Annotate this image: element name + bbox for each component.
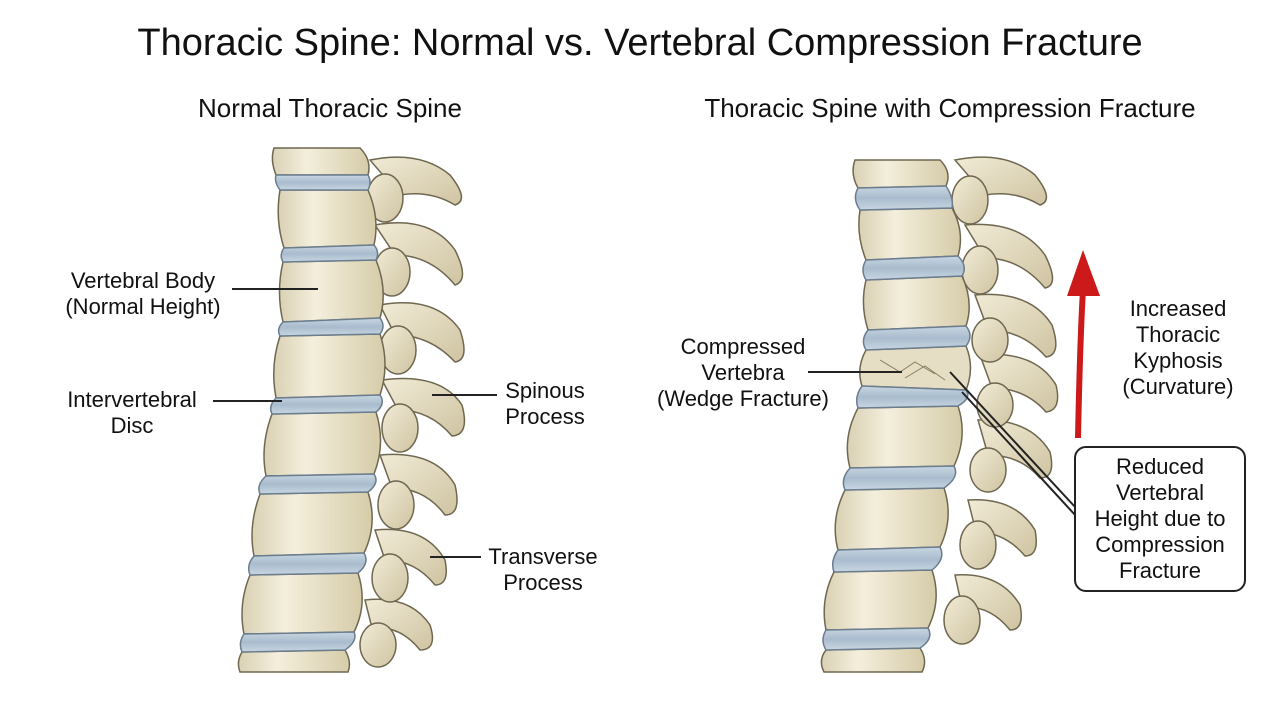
normal-vertebral-bodies bbox=[237, 147, 386, 673]
leader-reduced-height-a bbox=[949, 371, 1077, 509]
label-line: (Normal Height) bbox=[65, 294, 221, 319]
normal-panel-title: Normal Thoracic Spine bbox=[198, 93, 462, 123]
label-line: Disc bbox=[110, 413, 154, 438]
label-line: (Wedge Fracture) bbox=[657, 386, 829, 411]
normal-spine bbox=[237, 147, 466, 673]
fracture-intervertebral-discs bbox=[822, 185, 971, 651]
compressed-vertebra-shape bbox=[859, 345, 972, 391]
label-line: Height due to bbox=[1094, 506, 1226, 531]
fracture-panel-title: Thoracic Spine with Compression Fracture bbox=[704, 93, 1196, 123]
label-line: Spinous bbox=[505, 378, 585, 403]
label-line: Increased bbox=[1129, 296, 1227, 321]
kyphosis-arrow bbox=[1067, 250, 1100, 439]
normal-processes bbox=[359, 156, 466, 668]
label-line: Kyphosis bbox=[1133, 348, 1223, 373]
label-line: Transverse bbox=[488, 544, 598, 569]
leader-lines bbox=[213, 288, 1077, 558]
label-line: (Curvature) bbox=[1122, 374, 1234, 399]
fracture-processes bbox=[943, 156, 1059, 645]
label-intervertebral-disc: Intervertebral Disc bbox=[52, 387, 212, 439]
label-line: Compressed bbox=[680, 334, 806, 359]
label-line: Intervertebral bbox=[67, 387, 197, 412]
label-line: Process bbox=[505, 404, 585, 429]
main-title: Thoracic Spine: Normal vs. Vertebral Com… bbox=[137, 22, 1143, 64]
label-vertebral-body: Vertebral Body (Normal Height) bbox=[48, 268, 238, 320]
fracture-crack-lines bbox=[879, 359, 946, 381]
fracture-vertebral-bodies bbox=[820, 159, 972, 673]
label-line: Fracture bbox=[1119, 558, 1201, 583]
reduced-height-callout: Reduced Vertebral Height due to Compress… bbox=[1074, 446, 1246, 592]
fracture-spine bbox=[820, 156, 1059, 673]
label-line: Thoracic bbox=[1135, 322, 1221, 347]
label-compressed-vertebra: Compressed Vertebra (Wedge Fracture) bbox=[648, 334, 838, 412]
label-line: Process bbox=[503, 570, 583, 595]
label-line: Vertebral Body bbox=[70, 268, 216, 293]
label-line: Vertebral bbox=[1115, 480, 1205, 505]
label-kyphosis: Increased Thoracic Kyphosis (Curvature) bbox=[1110, 296, 1246, 400]
label-line: Reduced bbox=[1115, 454, 1205, 479]
label-line: Vertebra bbox=[701, 360, 785, 385]
normal-intervertebral-discs bbox=[239, 174, 384, 653]
label-line: Compression bbox=[1095, 532, 1225, 557]
leader-reduced-height-b bbox=[961, 391, 1077, 517]
label-transverse-process: Transverse Process bbox=[478, 544, 608, 596]
label-spinous-process: Spinous Process bbox=[495, 378, 595, 430]
